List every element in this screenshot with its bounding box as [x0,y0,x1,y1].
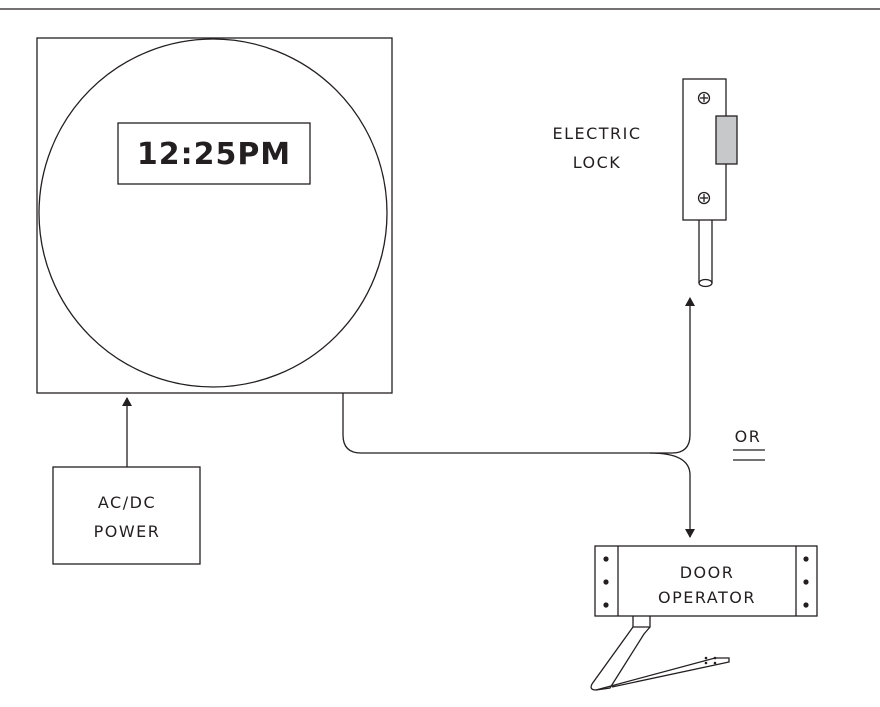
operator-bolt-dot [803,579,809,585]
power-supply: AC/DC POWER [52,397,201,565]
timer-unit: 12:25PM [36,37,393,394]
operator-arm-shaft [632,616,651,628]
lock-bolt [698,220,713,283]
output-wire [342,297,695,454]
power-label-line2: POWER [94,522,161,541]
electric-lock: ELECTRIC LOCK [552,78,738,288]
power-box [52,466,201,565]
timer-dial [38,38,388,388]
operator-arm-dot [713,661,717,665]
operator-wire [649,452,695,538]
operator-body [594,545,818,617]
operator-arm-rod [595,657,730,691]
lock-label-line1: ELECTRIC [552,124,641,143]
screw-icon [697,91,711,105]
operator-arm [590,626,651,691]
timer-housing [36,37,393,394]
operator-bolt-dot [603,556,609,562]
timer-display [117,122,311,185]
operator-bolt-dot [603,602,609,608]
operator-label-line1: DOOR [680,563,735,582]
screw-icon [697,191,711,205]
lock-strike [715,115,738,165]
timer-display-time: 12:25PM [137,137,291,172]
operator-arm-dot [704,661,708,665]
operator-arm-dot [704,656,708,660]
lock-label-line2: LOCK [573,153,622,172]
operator-label-line2: OPERATOR [658,588,756,607]
or-label: OR [735,427,762,446]
operator-bolt-dot [603,579,609,585]
operator-arm-dot [713,656,717,660]
power-label-line1: AC/DC [98,493,156,512]
lock-bolt-end [698,278,713,288]
operator-bolt-dot [803,602,809,608]
door-operator: DOOR OPERATOR [590,545,818,691]
operator-bolt-dot [803,556,809,562]
